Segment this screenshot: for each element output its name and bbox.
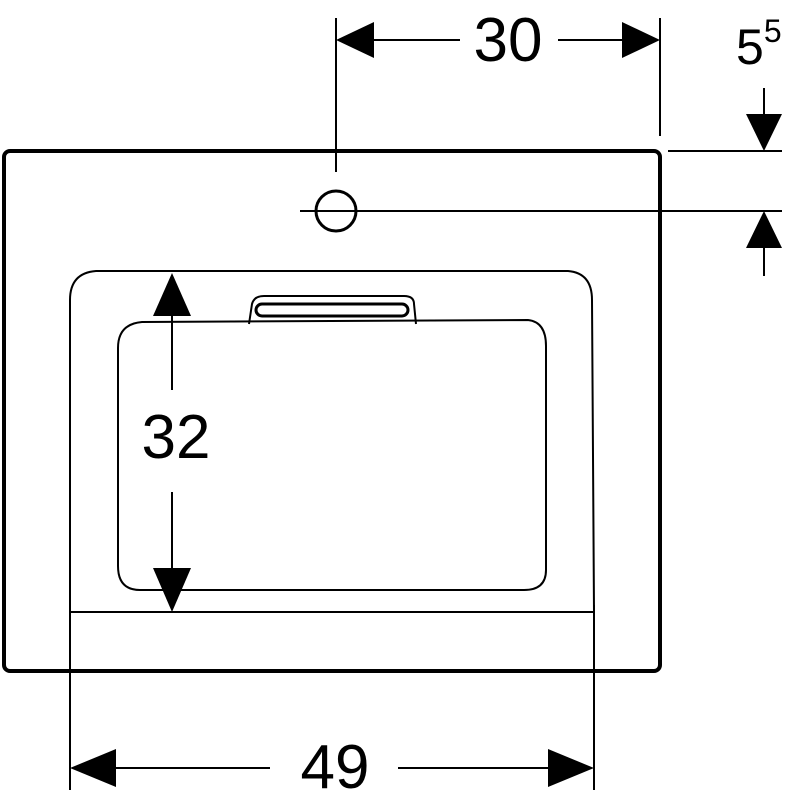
overflow-slot-inner: [254, 302, 410, 318]
dimension-5-5-label: 55: [736, 13, 782, 75]
dimension-32-arrow-down: [153, 568, 191, 612]
dimension-30-label: 30: [474, 6, 543, 75]
dimension-5-5-arrow-down: [746, 114, 782, 151]
dimension-5-5-arrow-up: [746, 211, 782, 248]
dimension-30: 30: [336, 6, 660, 75]
basin-outer-outline: [2, 149, 662, 673]
dimension-30-arrow-right: [622, 22, 660, 58]
dimension-5-5: 55: [736, 13, 782, 276]
dimension-49-arrow-left: [70, 749, 116, 787]
dimension-49-arrow-right: [548, 749, 594, 787]
dimension-32-arrow-up: [153, 273, 191, 316]
tap-hole: [300, 189, 372, 233]
bowl-inner-outline: [117, 318, 547, 591]
dimension-5-5-superscript: 5: [764, 13, 782, 49]
overflow-slot: [248, 295, 417, 325]
dimension-32: 32: [142, 273, 211, 612]
dimension-30-arrow-left: [336, 22, 374, 58]
dimension-5-5-base: 5: [736, 19, 764, 75]
overflow-slot-outer: [248, 295, 417, 325]
dimension-32-label: 32: [142, 403, 211, 472]
dimension-49: 49: [70, 733, 594, 800]
dimension-49-label: 49: [301, 733, 370, 800]
